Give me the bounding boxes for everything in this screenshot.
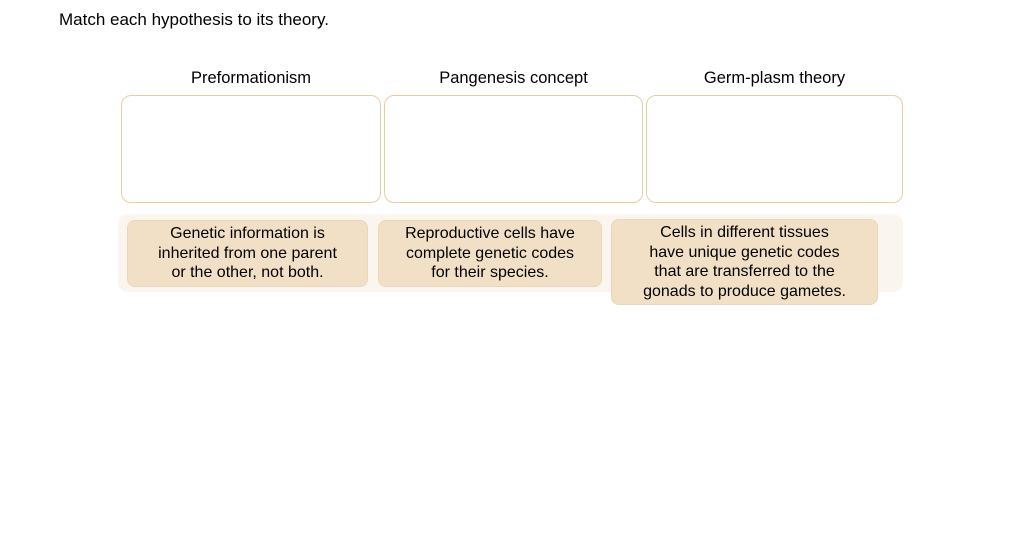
page-title: Match each hypothesis to its theory. (59, 10, 329, 29)
drop-zone-preformationism[interactable] (121, 95, 381, 203)
column-header-pangenesis-concept: Pangenesis concept (439, 69, 588, 87)
drop-zone-pangenesis-concept[interactable] (384, 95, 643, 203)
column-header-germ-plasm-theory: Germ-plasm theory (703, 69, 846, 87)
column-header-preformationism: Preformationism (190, 69, 312, 87)
drop-zone-germ-plasm-theory[interactable] (646, 95, 903, 203)
answer-card[interactable]: Reproductive cells have complete genetic… (378, 220, 602, 287)
answer-card[interactable]: Genetic information is inherited from on… (127, 220, 368, 287)
answer-card[interactable]: Cells in different tissues have unique g… (611, 219, 878, 305)
